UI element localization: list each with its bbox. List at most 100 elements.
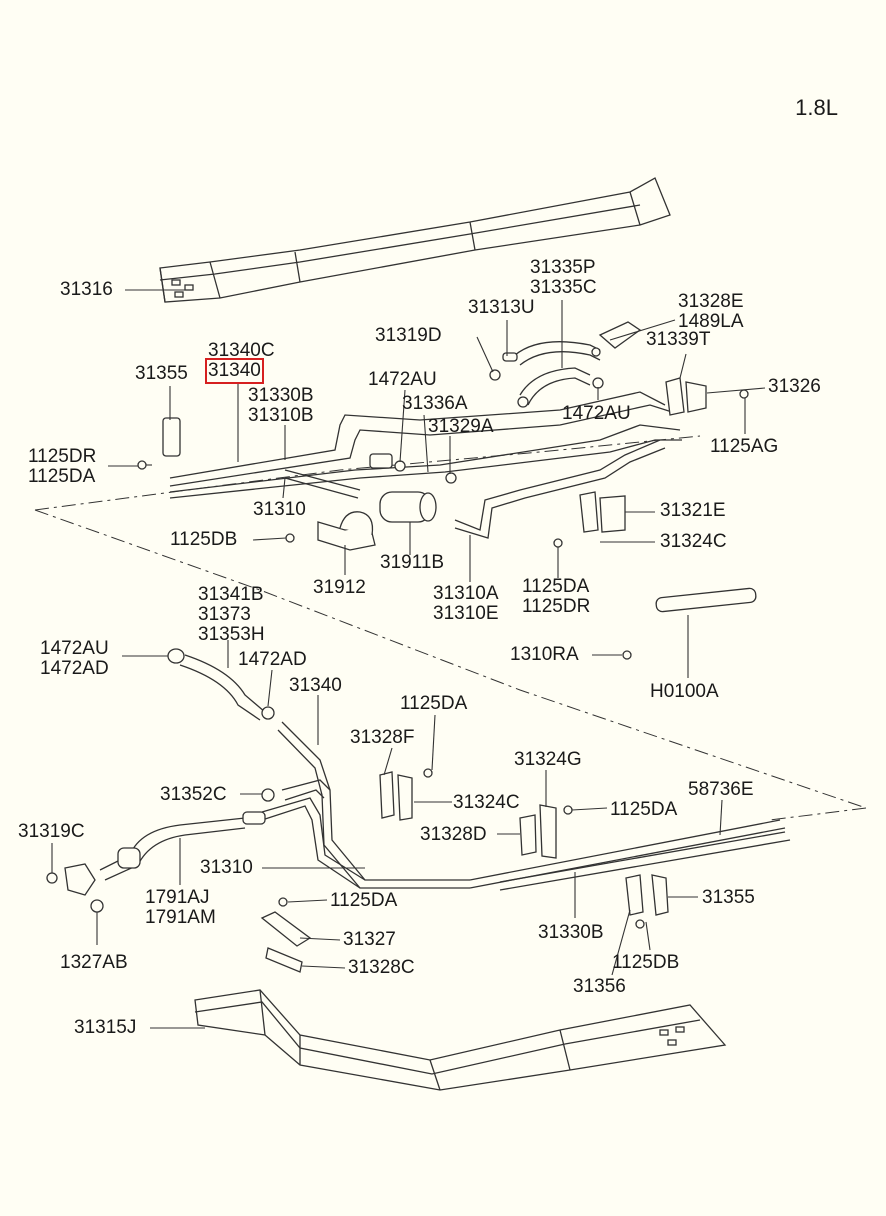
label-31319d[interactable]: 31319D [375, 326, 442, 346]
label-31330b-lower[interactable]: 31330B [538, 923, 604, 943]
label-31329a[interactable]: 31329A [428, 417, 494, 437]
part-number-text: 31316 [60, 279, 113, 300]
lower-frame-rail [194, 989, 727, 1091]
part-number-text: 31321E [660, 500, 726, 521]
label-1125ag[interactable]: 1125AG [710, 437, 778, 457]
label-31911b[interactable]: 31911B [380, 553, 444, 573]
label-31324c-upper[interactable]: 31324C [660, 532, 727, 552]
label-31355-upper[interactable]: 31355 [135, 364, 188, 384]
part-number-text: 58736E [688, 779, 754, 800]
label-31340-highlighted[interactable]: 31340 [205, 358, 264, 384]
part-number-text: 1125DA [330, 890, 398, 911]
part-number-text: 31355 [135, 363, 188, 384]
part-number-text: 31330B [248, 385, 314, 406]
label-31321e[interactable]: 31321E [660, 501, 726, 521]
part-number-text: 1327AB [60, 952, 128, 973]
label-31352c[interactable]: 31352C [160, 785, 227, 805]
part-number-text: 31328F [350, 727, 415, 748]
part-number-text: 1310RA [510, 644, 579, 665]
label-31310-lower[interactable]: 31310 [200, 858, 253, 878]
part-number-text: 31310A [433, 583, 499, 604]
part-number-text: 31310B [248, 405, 314, 426]
part-number-text: 31310E [433, 603, 499, 624]
part-number-text: 31330B [538, 922, 604, 943]
label-31324c-lower[interactable]: 31324C [453, 793, 520, 813]
part-number-text: 1791AJ [145, 887, 210, 908]
label-1125db-upper[interactable]: 1125DB [170, 530, 237, 550]
label-31340c[interactable]: 31340C [208, 341, 275, 361]
part-number-text: 31328E [678, 291, 744, 312]
part-number-text: 31339T [646, 329, 711, 350]
label-1327ab[interactable]: 1327AB [60, 953, 128, 973]
part-number-text: 31373 [198, 604, 251, 625]
label-31316[interactable]: 31316 [60, 280, 113, 300]
part-number-text: 31912 [313, 577, 366, 598]
part-number-text: 31326 [768, 376, 821, 397]
part-number-text: 31911B [380, 552, 445, 573]
part-number-text: 1125DA [522, 576, 590, 597]
part-number-text: 31340 [208, 360, 261, 381]
label-31310-upper[interactable]: 31310 [253, 500, 306, 520]
section-dash-lines [34, 435, 867, 821]
label-31340-lower[interactable]: 31340 [289, 676, 342, 696]
label-1125da-d[interactable]: 1125DA [330, 891, 397, 911]
part-number-text: 1472AD [40, 658, 109, 679]
part-number-text: 31319D [375, 325, 442, 346]
upper-pipe-bundle [169, 341, 682, 539]
label-1125da-b[interactable]: 1125DA [400, 694, 467, 714]
part-number-text: 1791AM [145, 907, 216, 928]
part-number-text: 31340C [208, 340, 275, 361]
part-number-text: 1125DA [28, 466, 96, 487]
part-number-text: 1125DA [610, 799, 678, 820]
label-31355-lower[interactable]: 31355 [702, 888, 755, 908]
label-31313u[interactable]: 31313U [468, 298, 535, 318]
engine-label: 1.8L [795, 95, 838, 120]
label-1472ad[interactable]: 1472AD [238, 650, 307, 670]
part-number-text: 31335C [530, 277, 597, 298]
label-31324g[interactable]: 31324G [514, 750, 582, 770]
label-1125db-lower[interactable]: 1125DB [612, 953, 679, 973]
label-58736e[interactable]: 58736E [688, 780, 754, 800]
part-number-text: 1472AU [40, 638, 109, 659]
label-1125da-c[interactable]: 1125DA [610, 800, 677, 820]
part-number-text: 31313U [468, 297, 535, 318]
label-31328f[interactable]: 31328F [350, 728, 414, 748]
label-31328c[interactable]: 31328C [348, 958, 415, 978]
part-number-text: 1125DA [400, 693, 468, 714]
part-number-text: 1125DR [522, 596, 591, 617]
label-31356[interactable]: 31356 [573, 977, 626, 997]
part-number-text: 31319C [18, 821, 85, 842]
part-number-text: 1125AG [710, 436, 779, 457]
label-31315j[interactable]: 31315J [74, 1018, 136, 1038]
part-number-text: 31352C [160, 784, 227, 805]
part-number-text: 1125DB [612, 952, 680, 973]
label-31326[interactable]: 31326 [768, 377, 821, 397]
part-number-text: 31328C [348, 957, 415, 978]
label-31327[interactable]: 31327 [343, 930, 396, 950]
part-number-text: 31355 [702, 887, 755, 908]
part-number-text: 31324C [660, 531, 727, 552]
upper-frame-rail [159, 177, 671, 303]
label-31328d[interactable]: 31328D [420, 825, 487, 845]
label-31339t[interactable]: 31339T [646, 330, 710, 350]
part-number-text: 31315J [74, 1017, 137, 1038]
label-31912[interactable]: 31912 [313, 578, 366, 598]
label-h0100a[interactable]: H0100A [650, 682, 719, 702]
label-31319c[interactable]: 31319C [18, 822, 85, 842]
label-1310ra[interactable]: 1310RA [510, 645, 579, 665]
upper-clips-and-parts [137, 321, 757, 660]
label-1472au-right[interactable]: 1472AU [562, 404, 631, 424]
label-1472au-upper[interactable]: 1472AU [368, 370, 437, 390]
label-31336a[interactable]: 31336A [402, 394, 468, 414]
